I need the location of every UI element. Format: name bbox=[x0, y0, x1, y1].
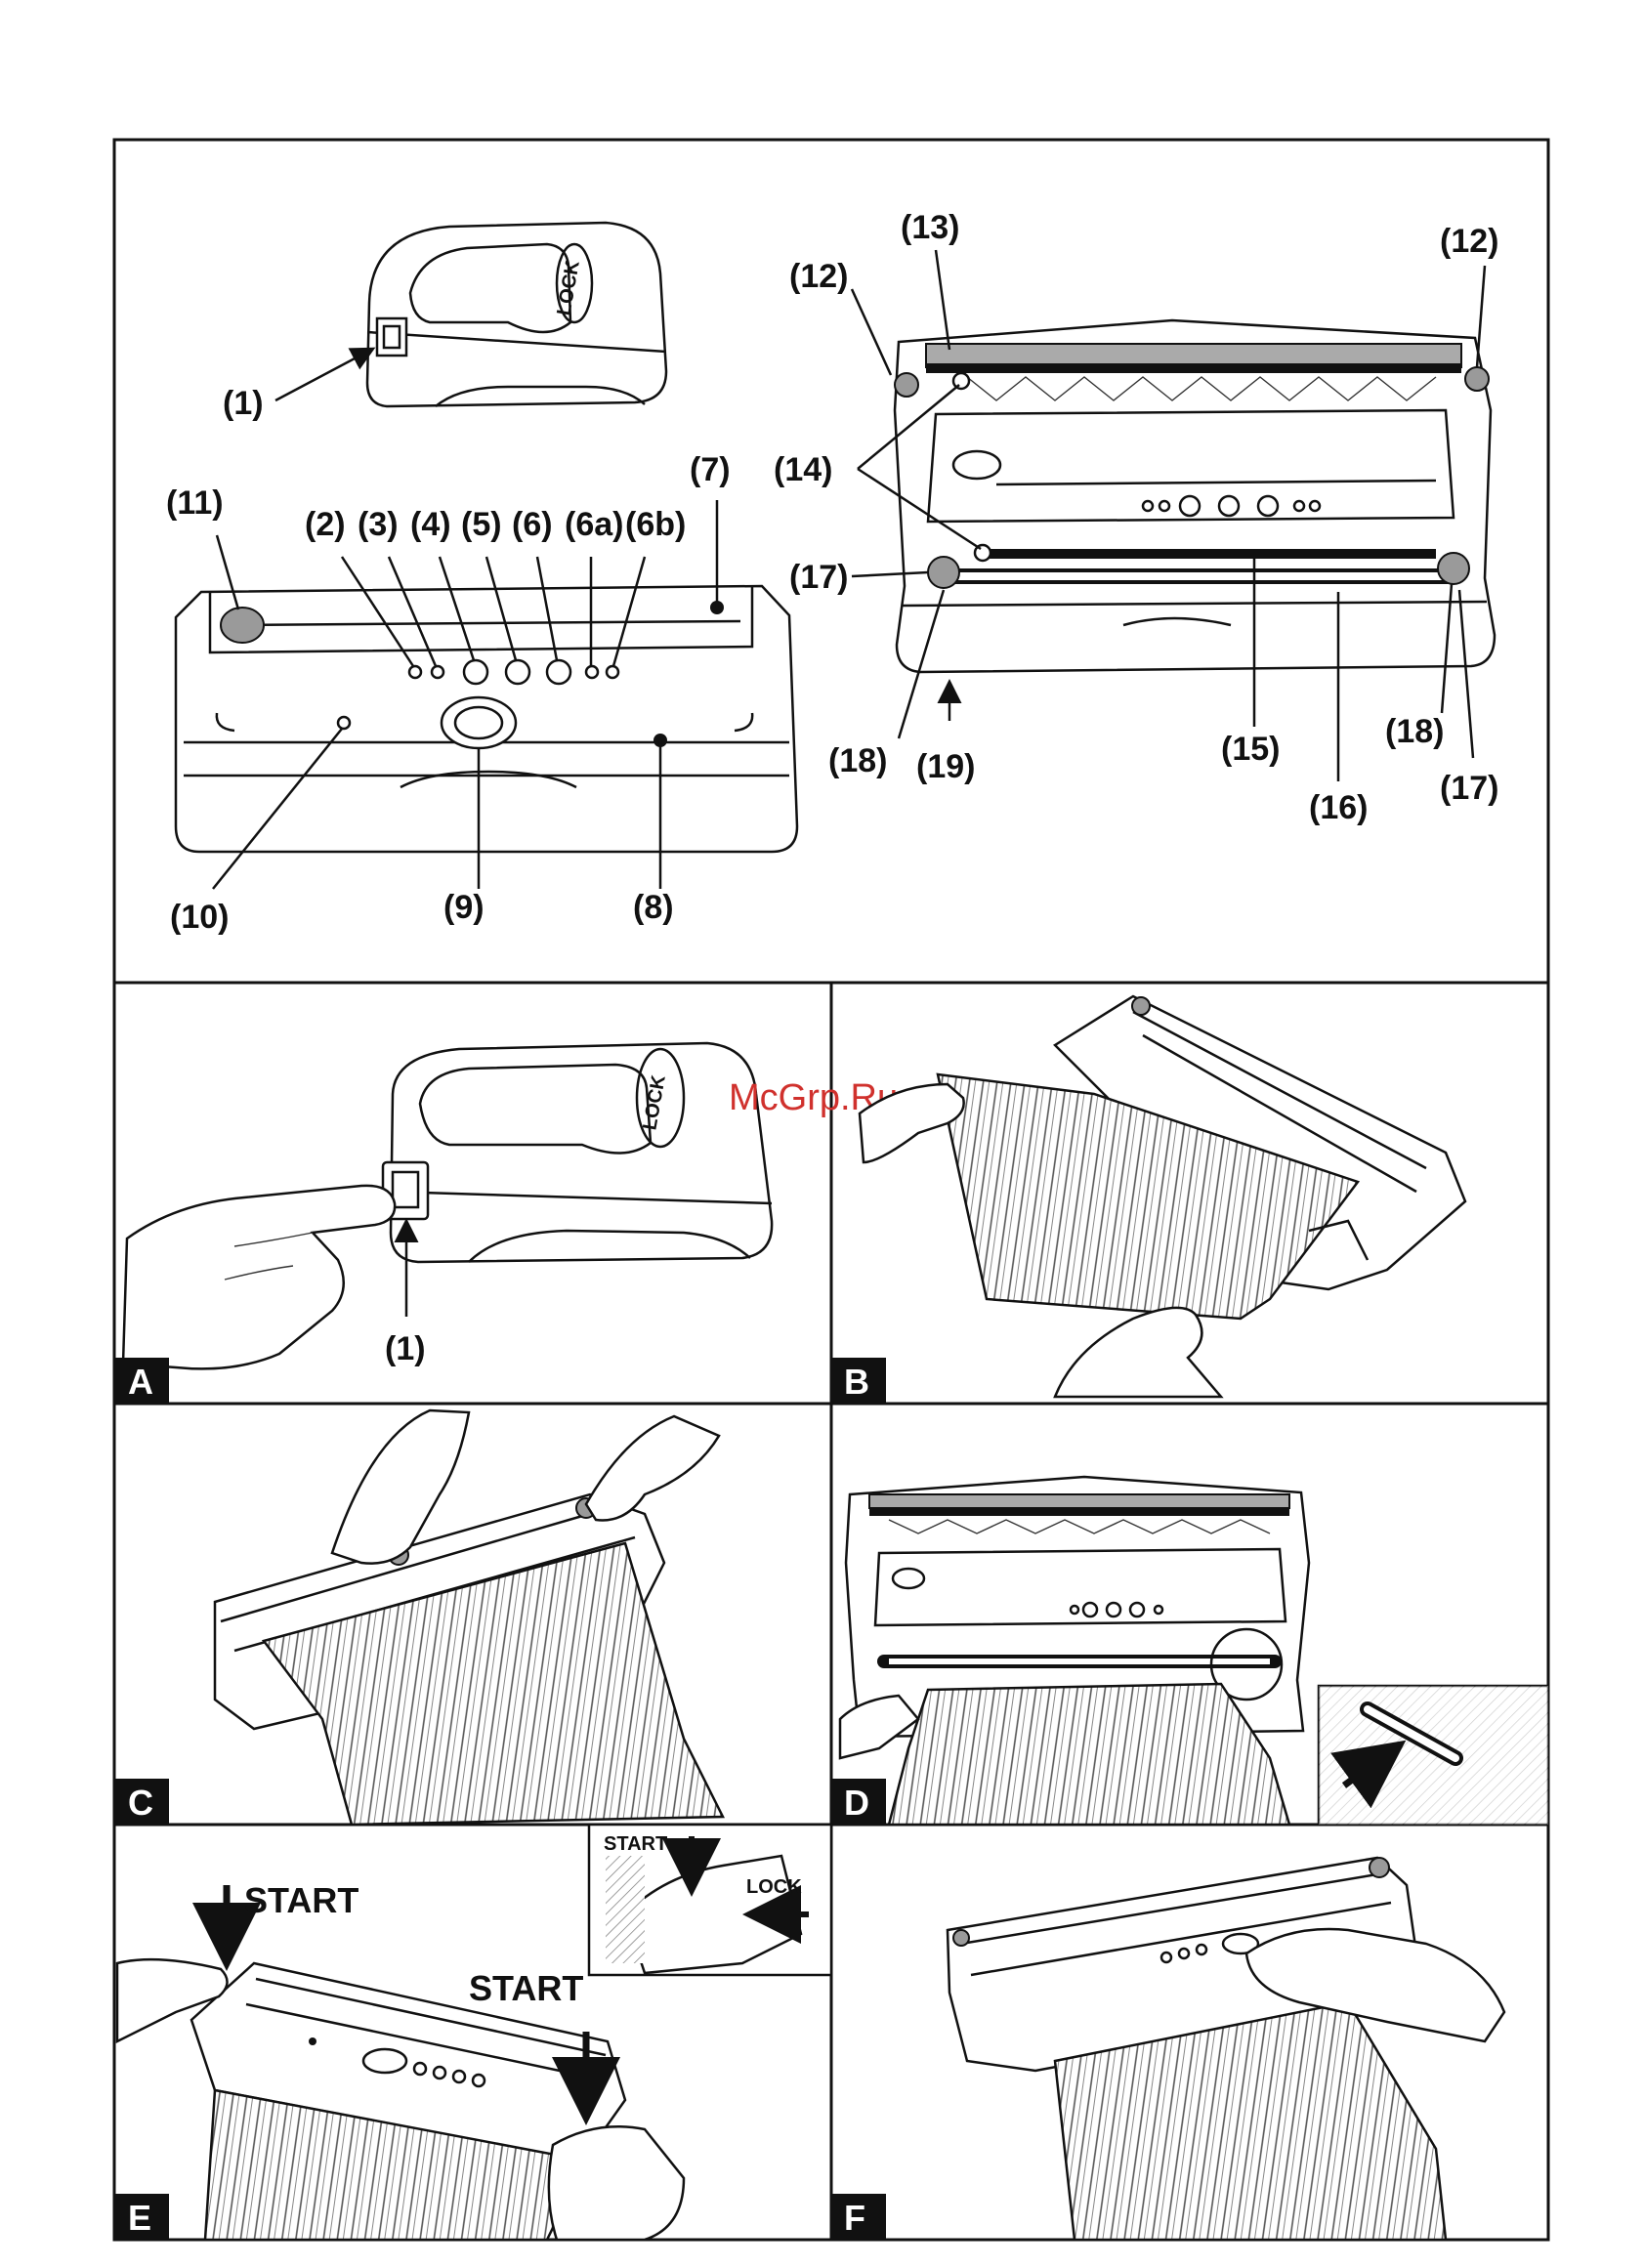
indicator-led-6a bbox=[586, 666, 598, 678]
lid-latch-left[interactable] bbox=[895, 373, 918, 397]
label-15: (15) bbox=[1221, 731, 1280, 768]
overview-panel: LOCK (1) bbox=[166, 209, 1498, 936]
label-8: (8) bbox=[633, 889, 674, 926]
lid-handle[interactable] bbox=[221, 608, 264, 643]
device-open-view: (12) (13) (12) (14) (17) (18) (19) (15) … bbox=[774, 209, 1498, 826]
label-19: (19) bbox=[916, 748, 975, 785]
label-4: (4) bbox=[410, 506, 451, 543]
button-4[interactable] bbox=[464, 660, 487, 684]
label-17-left: (17) bbox=[789, 559, 848, 596]
device-front-view: (11) (2) (3) (4) (5) (6) (6a) (6b) (7) (… bbox=[166, 451, 797, 936]
label-18-right: (18) bbox=[1385, 713, 1444, 750]
panel-d: D bbox=[831, 1477, 1548, 1825]
hand-right-e bbox=[549, 2126, 684, 2240]
label-5: (5) bbox=[461, 506, 502, 543]
label-2: (2) bbox=[305, 506, 346, 543]
chamber-corner-right bbox=[1438, 553, 1469, 584]
lid-latch-right[interactable] bbox=[1465, 367, 1489, 391]
device-side-view: LOCK (1) bbox=[223, 223, 666, 422]
label-6: (6) bbox=[512, 506, 553, 543]
upper-gasket bbox=[926, 363, 1461, 373]
label-11: (11) bbox=[166, 484, 224, 522]
panel-a: LOCK (1) A McGrp.Ru bbox=[114, 1043, 898, 1404]
label-7: (7) bbox=[690, 451, 731, 488]
inset-start-label: START bbox=[604, 1833, 667, 1855]
inset-lock-label: LOCK bbox=[746, 1876, 802, 1898]
panel-e: START START START LOCK E bbox=[114, 1825, 831, 2240]
label-1: (1) bbox=[223, 385, 264, 422]
power-switch[interactable] bbox=[377, 318, 406, 356]
label-9: (9) bbox=[443, 889, 485, 926]
label-12-right: (12) bbox=[1440, 223, 1498, 260]
tag-b: B bbox=[844, 1362, 869, 1402]
label-10: (10) bbox=[170, 899, 229, 936]
main-button[interactable] bbox=[442, 697, 516, 748]
tag-e: E bbox=[128, 2198, 151, 2238]
chamber-corner-left bbox=[928, 557, 959, 588]
tag-c: C bbox=[128, 1783, 153, 1823]
label-16: (16) bbox=[1309, 789, 1368, 826]
tag-a: A bbox=[128, 1362, 153, 1402]
label-13: (13) bbox=[901, 209, 959, 246]
indicator-led-3 bbox=[432, 666, 443, 678]
tag-f: F bbox=[844, 2198, 865, 2238]
hand-right-b bbox=[1055, 1308, 1221, 1397]
label-6a: (6a) bbox=[565, 506, 623, 543]
sealing-strip bbox=[987, 549, 1436, 559]
indicator-led-2 bbox=[409, 666, 421, 678]
hand-right-c bbox=[586, 1416, 719, 1520]
start-label-2: START bbox=[469, 1968, 583, 2008]
tag-d: D bbox=[844, 1783, 869, 1823]
label-17-right: (17) bbox=[1440, 770, 1498, 807]
label-3: (3) bbox=[358, 506, 399, 543]
button-5[interactable] bbox=[506, 660, 529, 684]
hand-a bbox=[123, 1186, 395, 1369]
start-label-1: START bbox=[244, 1880, 358, 1920]
button-6[interactable] bbox=[547, 660, 570, 684]
panel-b: B bbox=[831, 996, 1465, 1404]
label-1-a: (1) bbox=[385, 1330, 426, 1367]
label-18-left: (18) bbox=[828, 742, 887, 779]
label-12-left: (12) bbox=[789, 258, 848, 295]
indicator-led-6b bbox=[607, 666, 618, 678]
vacuum-port bbox=[338, 717, 350, 729]
panel-f: F bbox=[831, 1858, 1504, 2240]
panel-c: C bbox=[114, 1410, 723, 1825]
label-6b: (6b) bbox=[625, 506, 686, 543]
label-14: (14) bbox=[774, 451, 832, 488]
bag-d bbox=[889, 1684, 1289, 1825]
